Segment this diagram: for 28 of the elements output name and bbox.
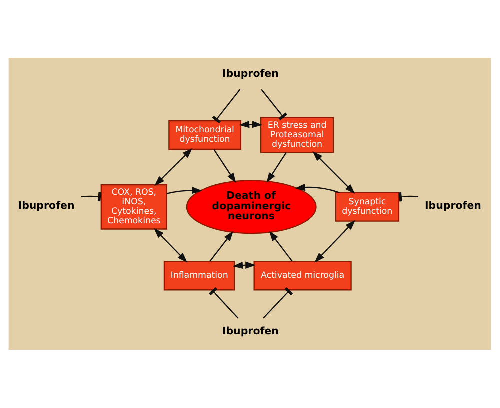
node-box: Synaptic dysfunction	[335, 192, 400, 222]
arrow	[312, 151, 356, 194]
arrow	[166, 187, 202, 194]
arrow	[314, 220, 356, 263]
node-text: Ibuprofen	[222, 68, 279, 80]
arrow	[295, 184, 340, 194]
node-text: Ibuprofen	[222, 326, 279, 338]
node-ellipse: Death of dopaminergic neurons	[186, 180, 317, 234]
connector	[263, 287, 294, 319]
node-box: COX, ROS, iNOS, Cytokines, Chemokines	[100, 184, 168, 230]
node-text: Ibuprofen	[424, 200, 482, 212]
connector	[398, 192, 419, 202]
arrow	[154, 148, 193, 186]
connector	[212, 89, 241, 124]
node-box: ER stress and Proteasomal dysfunction	[260, 117, 334, 154]
arrow	[266, 152, 287, 184]
node-box: Activated microglia	[254, 261, 352, 291]
arrow	[239, 121, 263, 128]
connector	[209, 287, 239, 319]
node-text: Ibuprofen	[18, 200, 75, 212]
node-box: Mitochondrial dysfunction	[168, 120, 242, 150]
arrow	[154, 228, 188, 263]
arrow	[214, 149, 236, 184]
arrow	[269, 231, 293, 262]
node-box: Inflammation	[164, 261, 236, 291]
connector	[261, 89, 288, 121]
arrow	[232, 262, 256, 270]
arrow	[210, 231, 234, 262]
